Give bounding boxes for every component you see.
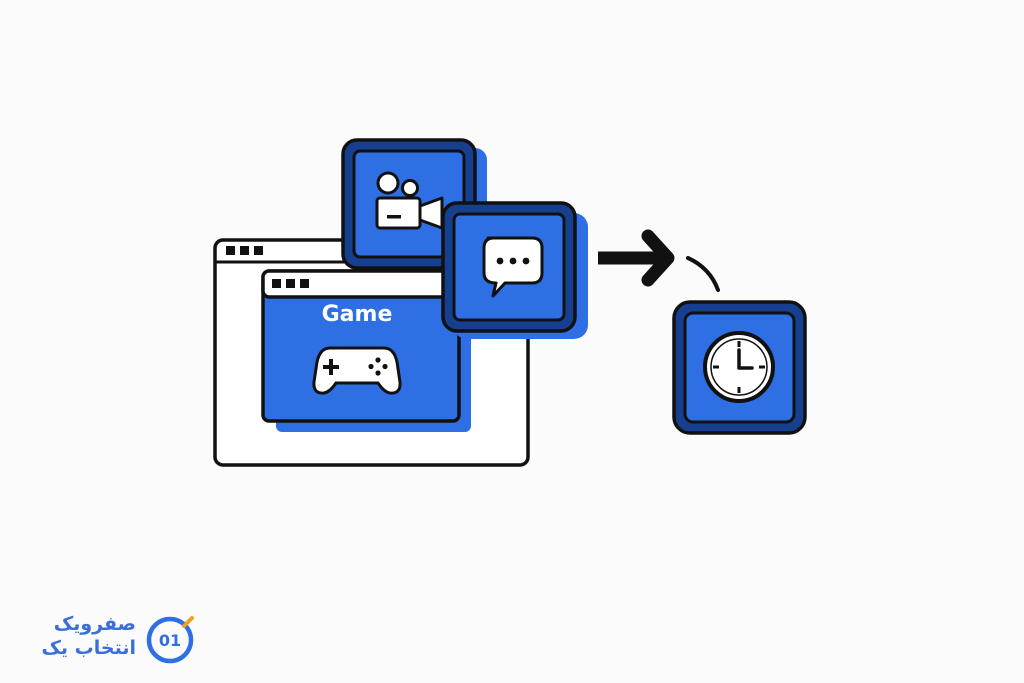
video-camera-icon — [375, 171, 444, 230]
game-window-title: Game — [321, 302, 393, 327]
video-camera-tile — [341, 138, 487, 270]
arrow-right-icon — [598, 229, 720, 292]
gamepad-icon — [312, 346, 402, 395]
brand-wordmark: صفرویک انتخاب یک — [41, 612, 136, 660]
chat-bubble-icon — [482, 236, 544, 298]
brand-logo[interactable]: صفرویک انتخاب یک 01 — [26, 612, 196, 664]
brand-tagline: انتخاب یک — [41, 637, 136, 659]
brand-name: صفرویک — [53, 613, 136, 635]
chat-tile — [441, 201, 588, 339]
brand-mark-text: 01 — [159, 631, 181, 650]
brand-mark-icon: 01 — [146, 616, 194, 664]
clock-tile — [672, 300, 807, 435]
clock-icon — [703, 331, 775, 403]
